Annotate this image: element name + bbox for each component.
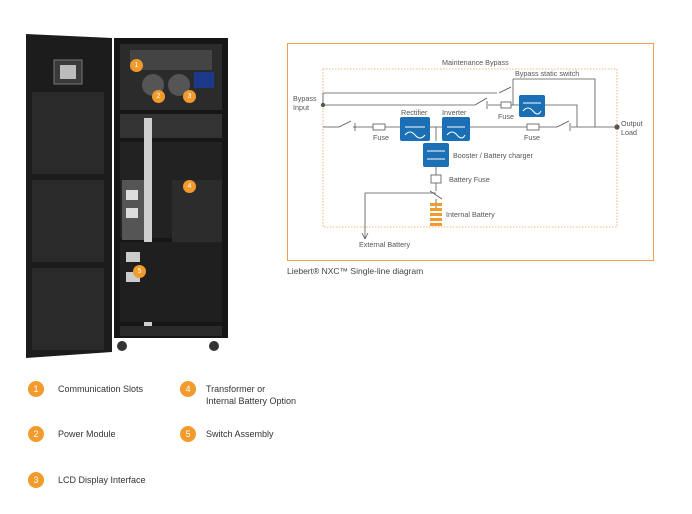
booster-charger-label: Booster / Battery charger	[453, 151, 534, 160]
legend-label: Communication Slots	[58, 384, 144, 394]
external-battery-label: External Battery	[359, 240, 411, 249]
bypass-input-label-line1: Bypass	[293, 94, 317, 103]
legend-badge: 3	[28, 472, 44, 488]
ups-cabinet-photo	[26, 34, 228, 358]
photo-marker-2: 2	[152, 90, 165, 103]
legend-label: Switch Assembly	[206, 429, 274, 439]
internal-battery-label: Internal Battery	[446, 210, 495, 219]
battery-fuse-label: Battery Fuse	[449, 175, 490, 184]
legend-badge: 5	[180, 426, 196, 442]
photo-marker-3: 3	[183, 90, 196, 103]
inverter-label: Inverter	[442, 108, 467, 117]
legend-label: Power Module	[58, 429, 116, 439]
maintenance-bypass-label: Maintenance Bypass	[442, 58, 509, 67]
fuse-bypass-label: Fuse	[498, 112, 514, 121]
legend-item-communication-slots: 1 Communication Slots	[28, 381, 143, 397]
single-line-diagram: Maintenance Bypass Bypass static switch …	[293, 58, 643, 249]
rectifier-label: Rectifier	[401, 108, 428, 117]
photo-marker-1: 1	[130, 59, 143, 72]
legend-badge: 2	[28, 426, 44, 442]
legend-label: LCD Display Interface	[58, 475, 146, 485]
legend-badge: 4	[180, 381, 196, 397]
fuse-input-label: Fuse	[373, 133, 389, 142]
bypass-static-switch-label: Bypass static switch	[515, 69, 579, 78]
diagram-caption: Liebert® NXC™ Single-line diagram	[287, 266, 424, 276]
photo-marker-4: 4	[183, 180, 196, 193]
photo-marker-5: 5	[133, 265, 146, 278]
legend-item-transformer: 4 Transformer or Internal Battery Option	[180, 381, 296, 407]
legend-badge: 1	[28, 381, 44, 397]
legend-item-switch-assembly: 5 Switch Assembly	[180, 426, 274, 442]
legend-item-power-module: 2 Power Module	[28, 426, 116, 442]
legend-label: Transformer or Internal Battery Option	[206, 384, 297, 406]
output-load-label-line2: Load	[621, 128, 637, 137]
output-load-label-line1: Output	[621, 119, 643, 128]
legend-item-lcd-display: 3 LCD Display Interface	[28, 472, 146, 488]
fuse-output-label: Fuse	[524, 133, 540, 142]
bypass-input-label-line2: Input	[293, 103, 309, 112]
